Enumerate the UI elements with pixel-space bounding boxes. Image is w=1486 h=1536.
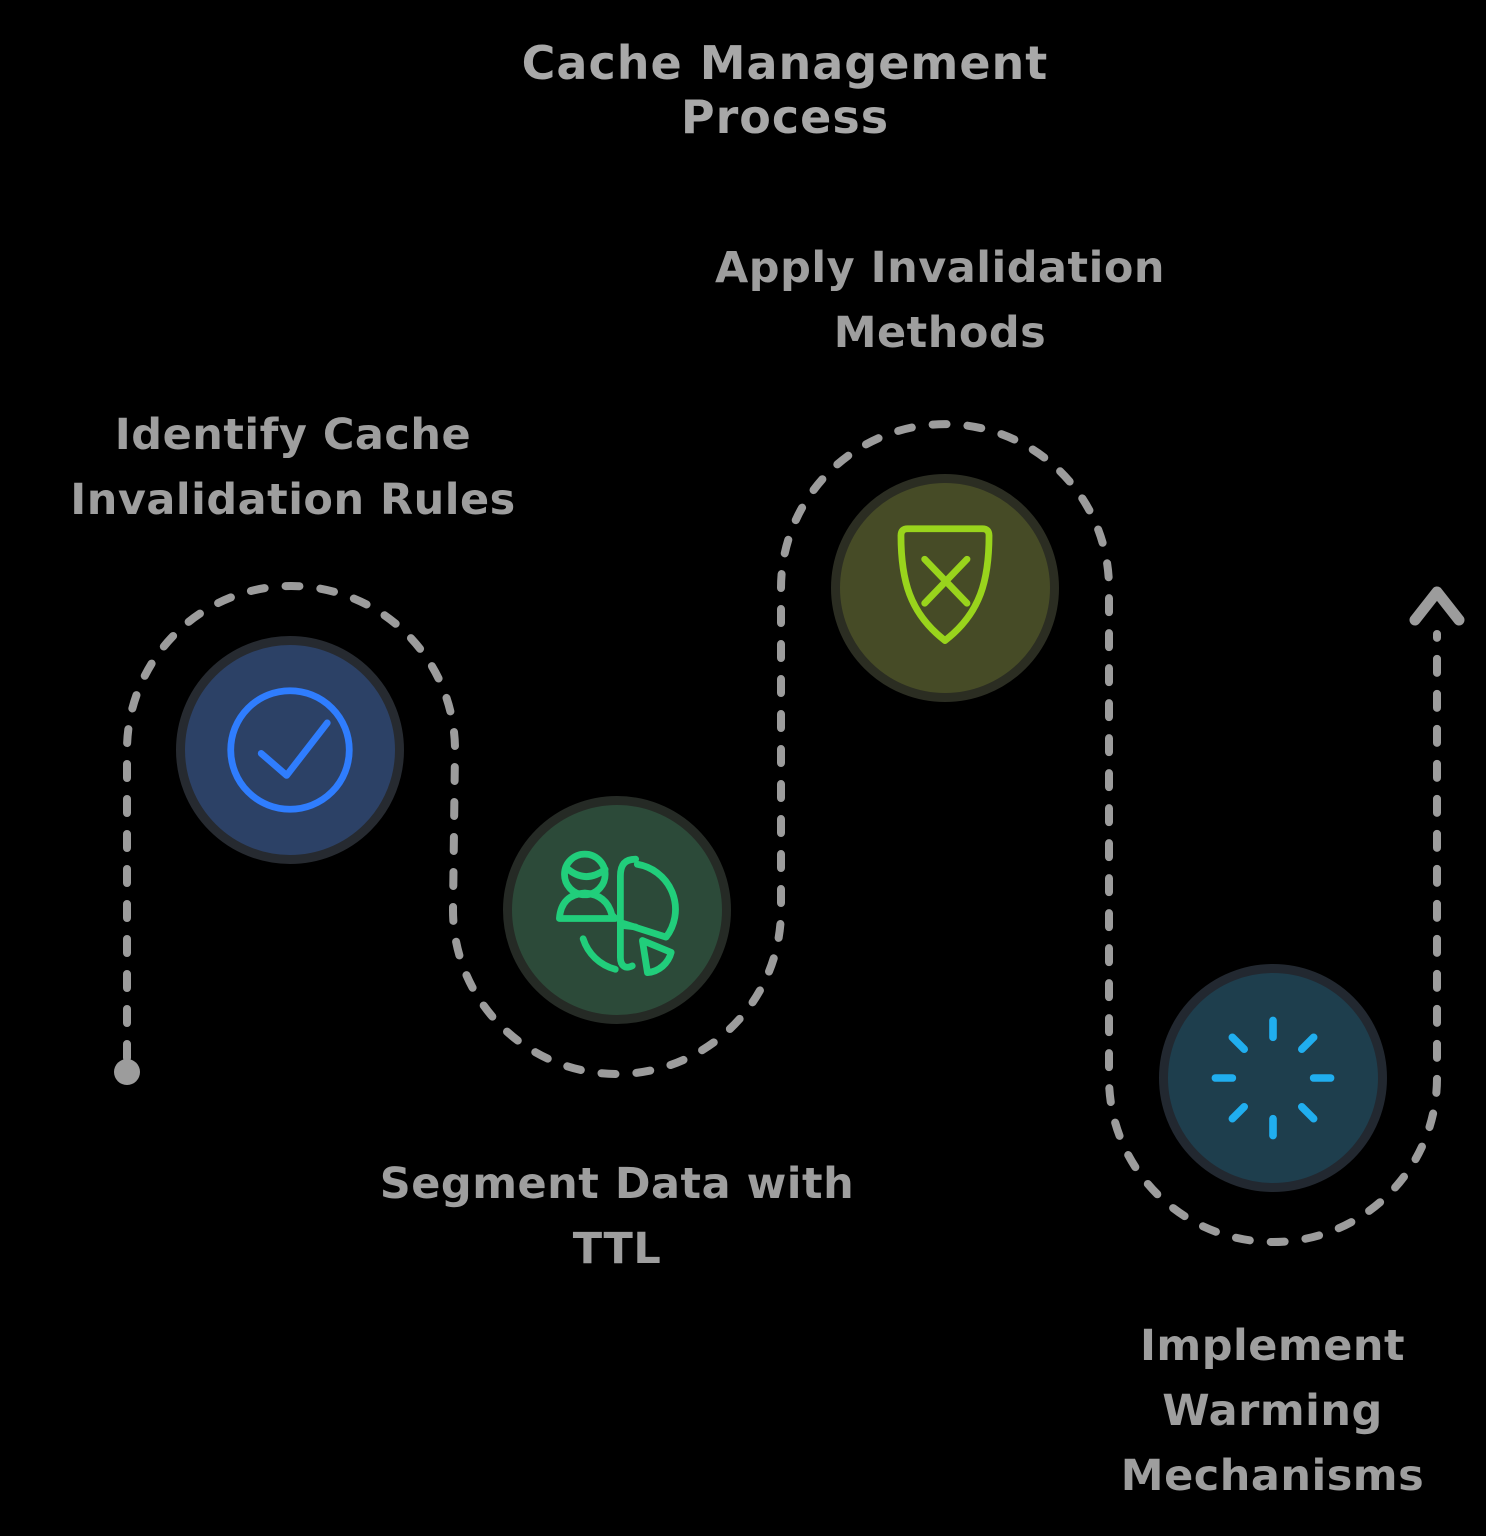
step-circle-identify-rules <box>176 636 404 864</box>
step-circle-implement-warming <box>1159 964 1387 1192</box>
check-circle-icon <box>227 687 353 813</box>
path-start-dot <box>114 1059 140 1085</box>
diagram-title: Cache Management Process <box>521 36 1049 144</box>
arrow-up-icon <box>1409 586 1465 626</box>
process-path-line <box>123 420 1441 1246</box>
step-circle-segment-data <box>503 796 731 1024</box>
shield-x-icon <box>897 525 993 644</box>
step-label-segment-data: Segment Data with TTL <box>379 1159 855 1274</box>
step-label-implement-warming: Implement Warming Mechanisms <box>1120 1321 1425 1501</box>
step-circle-apply-invalidation <box>831 474 1059 702</box>
step-label-apply-invalidation: Apply Invalidation Methods <box>715 243 1165 358</box>
user-pie-chart-icon <box>556 850 679 977</box>
loading-spinner-icon <box>1211 1016 1335 1140</box>
step-label-identify-rules: Identify Cache Invalidation Rules <box>70 410 516 525</box>
